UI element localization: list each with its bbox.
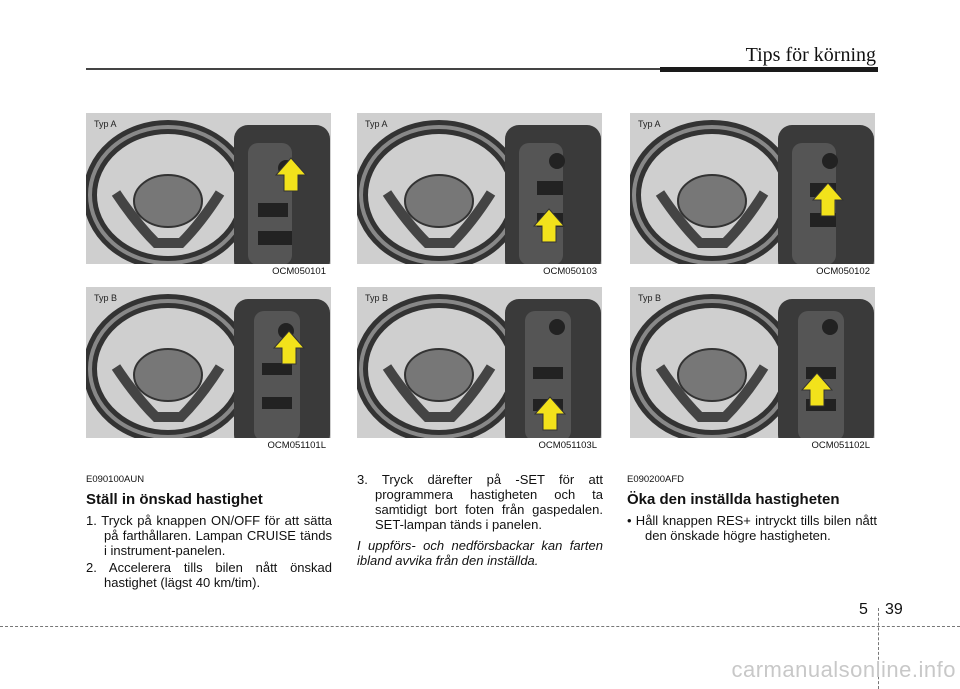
- figure-code: OCM051102L: [808, 440, 873, 451]
- section-code: E090100AUN: [86, 474, 145, 485]
- steering-wheel-illustration: [630, 294, 874, 449]
- figure-type-a-2: Typ A OCM050103: [357, 113, 602, 278]
- figure-type-label: Typ B: [365, 293, 389, 303]
- steering-wheel-illustration: [86, 120, 330, 275]
- step-1: 1. Tryck på knappen ON/OFF för att sätta…: [86, 513, 332, 558]
- header-rule: [86, 68, 746, 70]
- column-1: E090100AUN Ställ in önskad hastighet 1. …: [86, 472, 332, 592]
- footer-divider: [878, 608, 879, 689]
- figure-type-b-1: Typ B OCM051101L: [86, 287, 331, 452]
- chapter-number: 5: [859, 601, 868, 618]
- figure-type-label: Typ A: [94, 119, 117, 129]
- figure-code: OCM050102: [813, 266, 873, 277]
- note-text: I uppförs- och nedförsbackar kan farten …: [357, 538, 603, 568]
- section-heading: Öka den inställda hastigheten: [627, 491, 840, 508]
- figure-type-label: Typ B: [638, 293, 662, 303]
- watermark: carmanualsonline.info: [731, 657, 956, 682]
- figure-type-b-3: Typ B OCM051102L: [630, 287, 875, 452]
- step-2: 2. Accelerera tills bilen nått önskad ha…: [86, 560, 332, 590]
- column-2: 3. Tryck därefter på -SET för att progra…: [357, 472, 603, 568]
- steering-wheel-illustration: [630, 120, 874, 275]
- figure-code: OCM051103L: [535, 440, 600, 451]
- footer-rule: [0, 626, 960, 627]
- figure-code: OCM051101L: [264, 440, 329, 451]
- steering-wheel-illustration: [357, 120, 601, 275]
- column-3: E090200AFD Öka den inställda hastigheten…: [627, 472, 877, 545]
- running-header-title: Tips för körning: [745, 44, 876, 66]
- figure-type-label: Typ B: [94, 293, 118, 303]
- header-rule-thick: [660, 67, 878, 72]
- page-number: 39: [885, 601, 903, 618]
- steering-wheel-illustration: [357, 294, 601, 449]
- section-heading: Ställ in önskad hastighet: [86, 491, 263, 508]
- bullet-item: • Håll knappen RES+ intryckt tills bilen…: [627, 513, 877, 543]
- figure-type-a-3: Typ A OCM050102: [630, 113, 875, 278]
- figure-code: OCM050101: [269, 266, 329, 277]
- figure-type-a-1: Typ A OCM050101: [86, 113, 331, 278]
- figure-code: OCM050103: [540, 266, 600, 277]
- section-code: E090200AFD: [627, 474, 685, 485]
- figure-type-label: Typ A: [365, 119, 388, 129]
- steering-wheel-illustration: [86, 294, 330, 449]
- figure-type-b-2: Typ B OCM051103L: [357, 287, 602, 452]
- figure-type-label: Typ A: [638, 119, 661, 129]
- step-3: 3. Tryck därefter på -SET för att progra…: [357, 472, 603, 532]
